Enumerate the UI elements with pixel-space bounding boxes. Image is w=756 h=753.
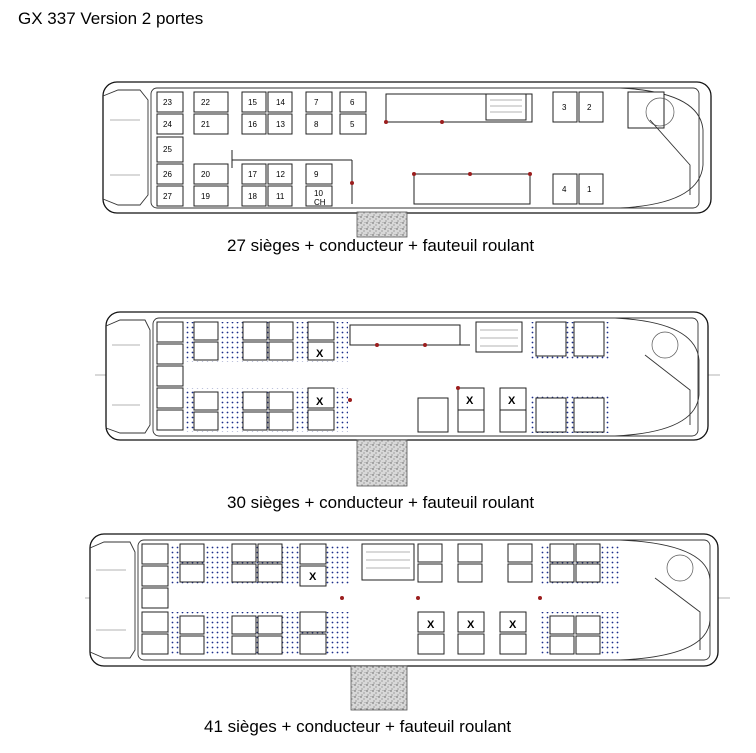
layout-caption-41: 41 sièges + conducteur + fauteuil roulan…: [204, 717, 512, 736]
seat-number: 11: [276, 192, 285, 201]
seat-number: 20: [201, 170, 210, 179]
seat-number: 2: [587, 103, 592, 112]
seat-number: 1: [587, 185, 592, 194]
seat-number: 15: [248, 98, 257, 107]
seat-number: 25: [163, 145, 172, 154]
seat-block-middle: [231, 543, 327, 655]
bus-plan-27-seats: 23 22 15 14 7 6 24 21 16 13 8 5 25 26 20…: [102, 81, 712, 238]
seat-block-rear-left: [156, 91, 229, 207]
seat-marker: X: [316, 396, 324, 408]
seat-block-front: [417, 321, 605, 433]
seat-marker: X: [508, 395, 516, 407]
seat-number: 3: [562, 103, 567, 112]
bus-plan-41-seats: X X X X: [85, 533, 730, 711]
seat-block-middle: [242, 321, 335, 431]
seat-number: 14: [276, 98, 285, 107]
seat-number: 6: [350, 98, 355, 107]
seat-block-front: [417, 543, 601, 655]
diagram-title: GX 337 Version 2 portes: [18, 9, 204, 28]
seat-number: 26: [163, 170, 172, 179]
seat-marker: X: [509, 619, 517, 631]
seat-number: 17: [248, 170, 257, 179]
layout-caption-30: 30 sièges + conducteur + fauteuil roulan…: [227, 493, 535, 512]
seat-number: 9: [314, 170, 319, 179]
seat-marker: X: [467, 619, 475, 631]
seat-number: 23: [163, 98, 172, 107]
seat-number: 16: [248, 120, 257, 129]
seat-number: 10: [314, 189, 323, 198]
seat-number: 22: [201, 98, 210, 107]
seat-marker: X: [427, 619, 435, 631]
seat-number: 8: [314, 120, 319, 129]
seat-number: 21: [201, 120, 210, 129]
seat-block-rear: [141, 543, 205, 655]
seat-number: 19: [201, 192, 210, 201]
layout-caption-27: 27 sièges + conducteur + fauteuil roulan…: [227, 236, 535, 255]
bus-plan-30-seats: X X X X: [95, 311, 720, 487]
seat-block-middle: [241, 91, 367, 207]
seat-marker: X: [466, 395, 474, 407]
seat-block-front: [552, 91, 604, 205]
seat-number: 24: [163, 120, 172, 129]
seat-number: 4: [562, 185, 567, 194]
seat-number: 18: [248, 192, 257, 201]
seat-number: 27: [163, 192, 172, 201]
seat-number: 12: [276, 170, 285, 179]
seat-number: 13: [276, 120, 285, 129]
seat-number: 5: [350, 120, 355, 129]
seat-number: 7: [314, 98, 319, 107]
seat-marker: X: [316, 348, 324, 360]
seat-block-rear: [156, 321, 219, 431]
seat-number: CH: [314, 198, 326, 207]
seat-marker: X: [309, 571, 317, 583]
